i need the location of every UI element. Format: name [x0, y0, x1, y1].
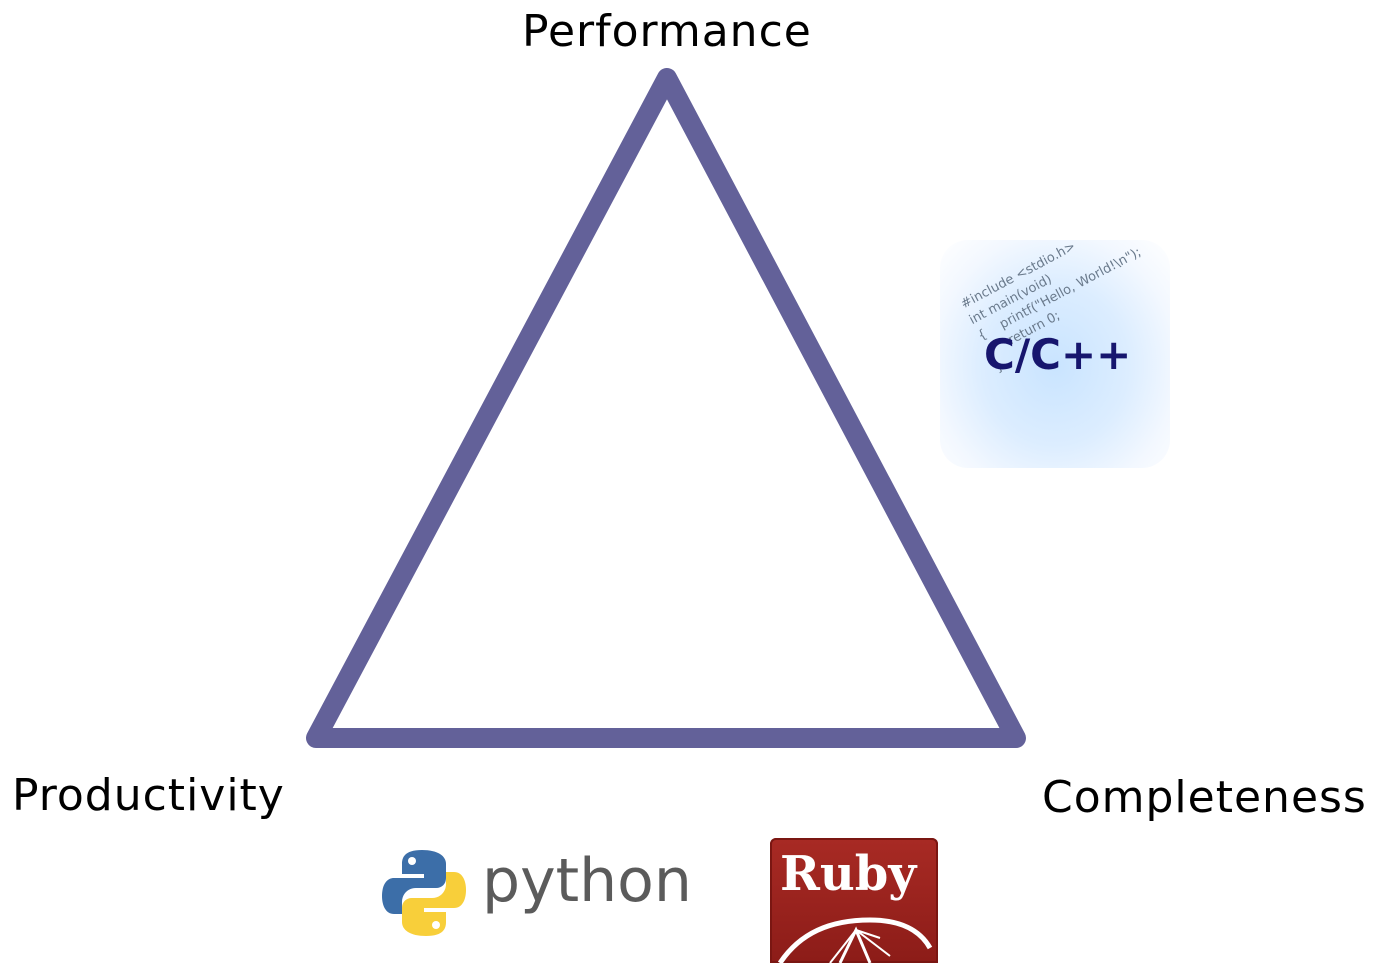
c-cpp-logo: #include <stdio.h>int main(void){ printf… — [940, 240, 1170, 468]
performance-label: Performance — [522, 6, 812, 57]
python-label: python — [482, 846, 692, 916]
productivity-label: Productivity — [12, 770, 285, 821]
completeness-label: Completeness — [1042, 772, 1367, 823]
ruby-logo: Ruby — [770, 838, 938, 963]
python-snake-icon — [382, 850, 466, 936]
c-cpp-label: C/C++ — [984, 330, 1132, 379]
ruby-label: Ruby — [780, 846, 917, 902]
triangle-outline — [306, 68, 1026, 748]
ruby-gem-icon — [777, 917, 933, 963]
